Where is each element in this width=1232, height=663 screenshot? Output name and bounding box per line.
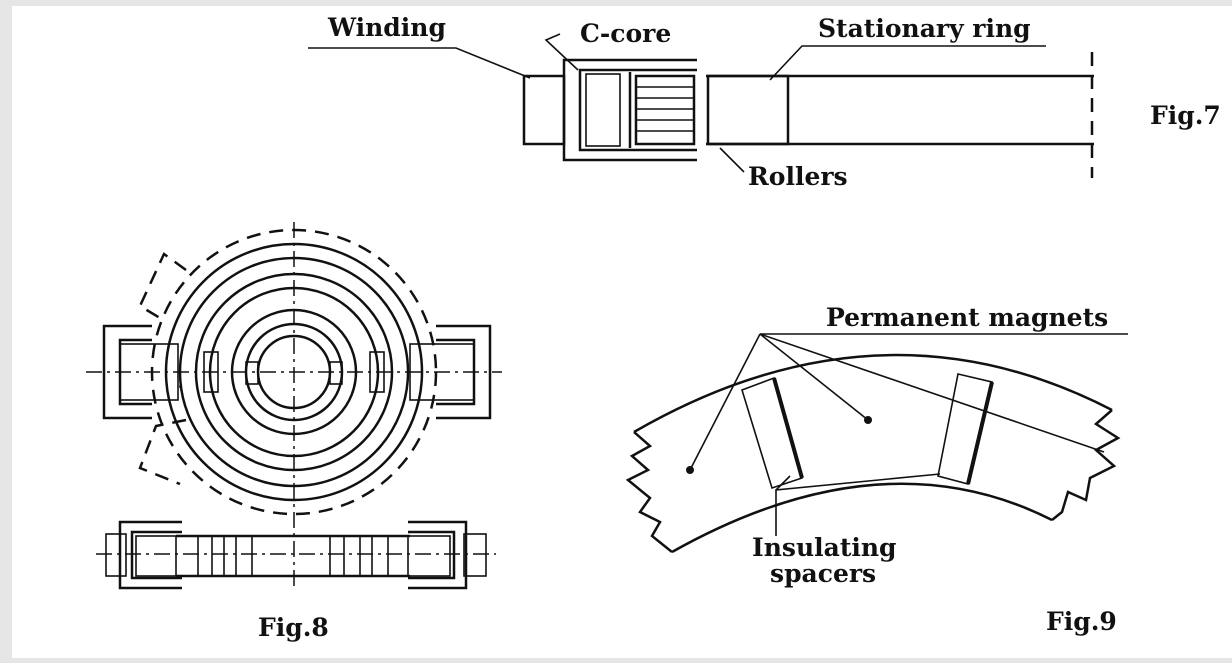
fig7-winding	[522, 74, 566, 146]
fig8-right-c-core	[436, 324, 492, 420]
label-spacers: spacers	[770, 559, 876, 588]
fig9-spacer-1	[741, 376, 803, 490]
label-stationary-ring: Stationary ring	[818, 14, 1031, 43]
fig8-left-c-core	[102, 324, 152, 420]
label-fig8: Fig.8	[258, 613, 329, 642]
rollers-leader	[719, 147, 745, 173]
technical-drawing: Winding C-core Stationary ring Rollers F…	[86, 13, 1221, 642]
fig7-rollers	[634, 74, 696, 146]
c-core-leader	[544, 33, 579, 71]
label-permanent-magnets: Permanent magnets	[826, 303, 1108, 332]
fig7-inner-winding	[585, 73, 621, 147]
stationary-ring-leader	[769, 45, 1046, 81]
label-c-core: C-core	[580, 19, 671, 48]
label-rollers: Rollers	[748, 162, 848, 191]
winding-leader	[308, 47, 531, 79]
fig8-section-view	[96, 520, 496, 590]
fig8-drawing	[86, 222, 502, 590]
fig9-inner-arc	[671, 482, 1053, 554]
fig9-spacer-2	[937, 373, 993, 485]
fig7-stationary-ring-section	[706, 74, 790, 146]
label-insulating: Insulating	[752, 533, 897, 562]
fig9-outer-arc	[633, 353, 1113, 434]
label-winding: Winding	[327, 13, 446, 42]
label-fig7: Fig.7	[1150, 101, 1221, 130]
label-fig9: Fig.9	[1046, 607, 1117, 636]
fig9-drawing	[625, 333, 1128, 554]
diagram-frame: Winding C-core Stationary ring Rollers F…	[12, 6, 1232, 658]
fig7-drawing	[308, 33, 1094, 178]
fig7-c-core	[562, 58, 697, 162]
